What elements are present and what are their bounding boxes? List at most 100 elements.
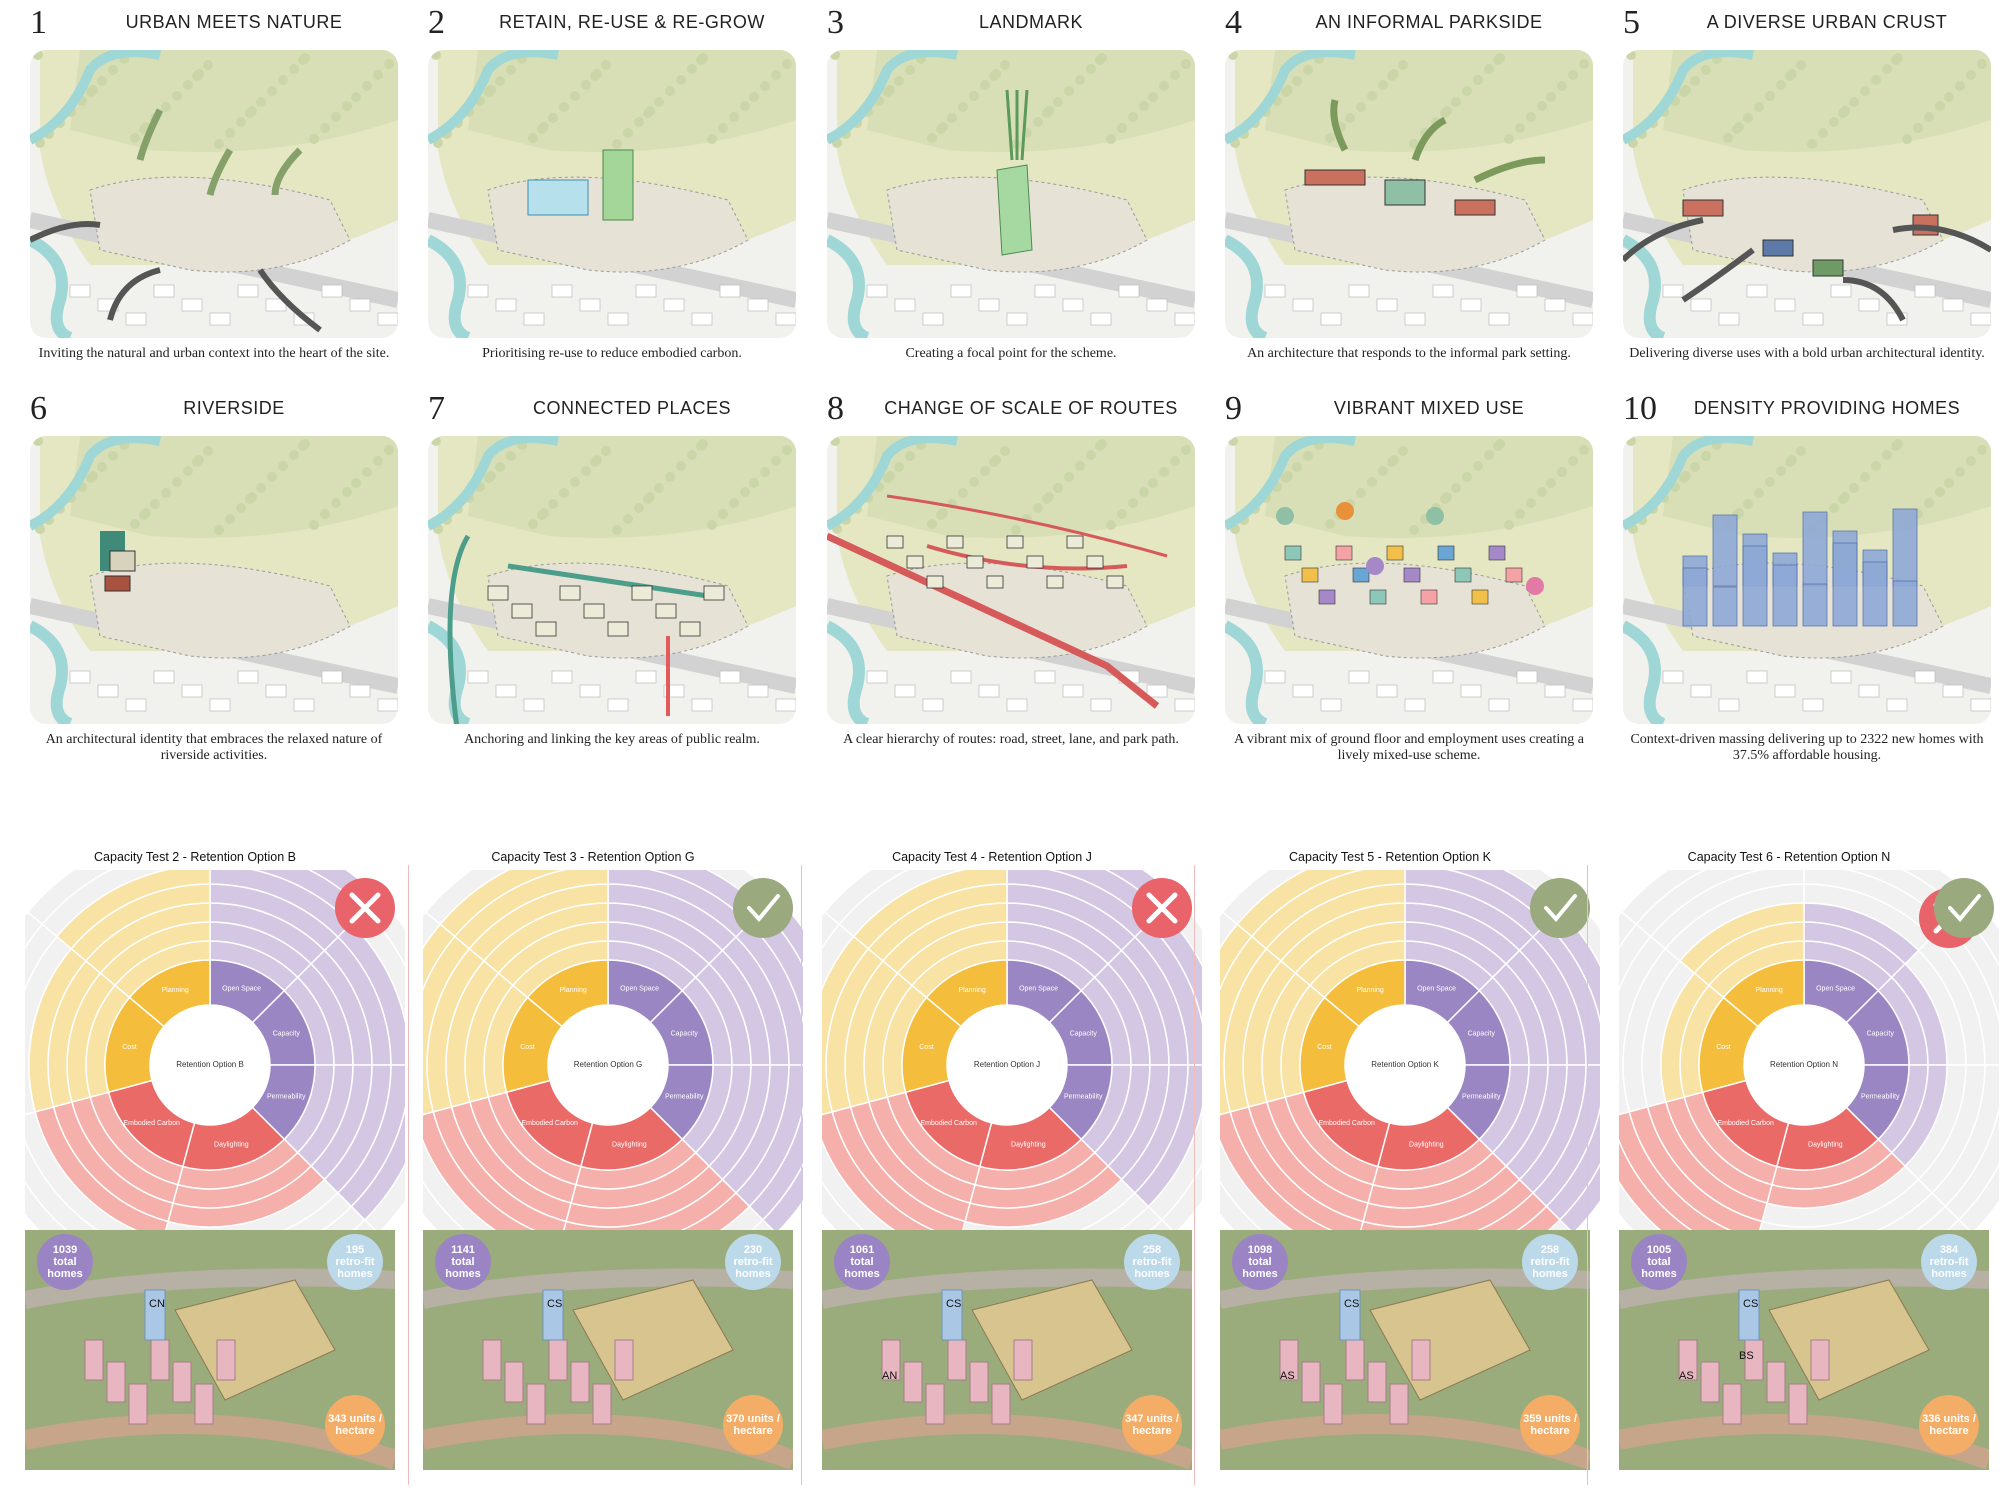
wheel-label: Permeability <box>1462 1093 1501 1100</box>
inner-planning <box>128 959 211 1028</box>
divider <box>1194 865 1195 1485</box>
density-badge: 343 units / hectare <box>328 1413 382 1437</box>
wheel-label: Daylighting <box>1808 1142 1843 1149</box>
wheel-label: Daylighting <box>214 1142 249 1149</box>
divider <box>801 865 802 1485</box>
wheel-label: Daylighting <box>612 1142 647 1149</box>
building-label: BS <box>1739 1350 1754 1362</box>
density-badge: 370 units / hectare <box>726 1413 780 1437</box>
panel-number: 1 <box>30 4 47 41</box>
panel-map-image <box>1225 50 1593 338</box>
divider <box>408 865 409 1485</box>
segment-planning <box>55 870 211 950</box>
panel-caption: An architecture that responds to the inf… <box>1247 346 1571 361</box>
segment-permeability <box>1133 1064 1202 1208</box>
wheel-label: Capacity <box>671 1030 699 1037</box>
wheel-label: Embodied Carbon <box>920 1120 977 1127</box>
test-title: Capacity Test 6 - Retention Option N <box>1687 850 1891 864</box>
wheel-label: Embodied Carbon <box>521 1120 578 1127</box>
panel-number: 4 <box>1225 4 1242 41</box>
wheel-center-label: Retention Option K <box>1371 1060 1439 1069</box>
test-title: Capacity Test 4 - Retention Option J <box>892 850 1092 864</box>
panel-caption: A vibrant mix of ground floor and employ… <box>1234 732 1584 763</box>
wheel-label: Capacity <box>273 1030 301 1037</box>
panel-number: 10 <box>1623 390 1657 427</box>
panel-number: 2 <box>428 4 445 41</box>
radial-chart: Open SpaceCapacityPermeabilityDaylightin… <box>25 870 405 1250</box>
wheel-label: Embodied Carbon <box>1318 1120 1375 1127</box>
building-label: CN <box>149 1298 165 1310</box>
wheel-label: Daylighting <box>1011 1142 1046 1149</box>
inner-planning <box>526 959 609 1028</box>
test-title: Capacity Test 3 - Retention Option G <box>491 850 695 864</box>
panel-number: 6 <box>30 390 47 427</box>
segment-permeability <box>350 1105 405 1221</box>
radial-chart: Open SpaceCapacityPermeabilityDaylightin… <box>1220 870 1600 1250</box>
panel-number: 7 <box>428 390 445 427</box>
wheel-label: Capacity <box>1867 1030 1895 1037</box>
panel-map-image <box>30 436 398 724</box>
panel-map-image <box>1225 436 1593 724</box>
panel-map-image <box>30 50 398 338</box>
test-title: Capacity Test 5 - Retention Option K <box>1289 850 1491 864</box>
panel-title: CHANGE OF SCALE OF ROUTES <box>884 398 1178 418</box>
panel-title: RIVERSIDE <box>183 398 285 418</box>
inner-planning <box>1323 959 1406 1028</box>
density-badge: 347 units / hectare <box>1125 1413 1179 1437</box>
wheel-label: Open Space <box>620 986 659 993</box>
inner-planning <box>925 959 1008 1028</box>
segment-planning <box>1678 902 1805 975</box>
wheel-label: Planning <box>1756 987 1783 994</box>
panel-caption: Delivering diverse uses with a bold urba… <box>1629 346 1985 361</box>
panel-map-image <box>827 50 1195 338</box>
wheel-label: Permeability <box>1861 1093 1900 1100</box>
divider <box>1587 865 1588 1485</box>
wheel-label: Cost <box>1317 1044 1331 1051</box>
panel-title: AN INFORMAL PARKSIDE <box>1315 12 1543 32</box>
segment-permeability <box>1558 1162 1600 1235</box>
segment-permeability <box>761 1162 803 1235</box>
wheel-label: Permeability <box>267 1093 306 1100</box>
wheel-label: Planning <box>162 987 189 994</box>
wheel-label: Daylighting <box>1409 1142 1444 1149</box>
panel-number: 8 <box>827 390 844 427</box>
panel-map-image <box>428 436 796 724</box>
panel-number: 3 <box>827 4 844 41</box>
wheel-center-label: Retention Option G <box>574 1060 642 1069</box>
building-label: AS <box>1679 1370 1694 1382</box>
wheel-label: Cost <box>520 1044 534 1051</box>
panel-title: VIBRANT MIXED USE <box>1333 398 1525 418</box>
wheel-label: Cost <box>1716 1044 1730 1051</box>
panel-title: RETAIN, RE-USE & RE-GROW <box>499 12 765 32</box>
segment-planning <box>1236 870 1365 938</box>
panel-caption: An architectural identity that embraces … <box>45 732 383 763</box>
panel-map-image <box>428 50 796 338</box>
wheel-label: Open Space <box>1019 986 1058 993</box>
wheel-center-label: Retention Option J <box>974 1060 1040 1069</box>
wheel-label: Open Space <box>1417 986 1456 993</box>
building-label: CS <box>547 1298 563 1310</box>
panel-caption: Inviting the natural and urban context i… <box>38 346 390 361</box>
panel-map-image <box>1623 50 1991 338</box>
panel-caption: Creating a focal point for the scheme. <box>905 346 1117 361</box>
panel-title: DENSITY PROVIDING HOMES <box>1693 398 1961 418</box>
radial-chart: Open SpaceCapacityPermeabilityDaylightin… <box>1619 870 1999 1250</box>
wheel-label: Permeability <box>665 1093 704 1100</box>
test-title: Capacity Test 2 - Retention Option B <box>94 850 296 864</box>
wheel-label: Open Space <box>1816 986 1855 993</box>
panel-caption: Context-driven massing delivering up to … <box>1630 732 1984 763</box>
wheel-label: Embodied Carbon <box>123 1120 180 1127</box>
inner-planning <box>1722 959 1805 1028</box>
